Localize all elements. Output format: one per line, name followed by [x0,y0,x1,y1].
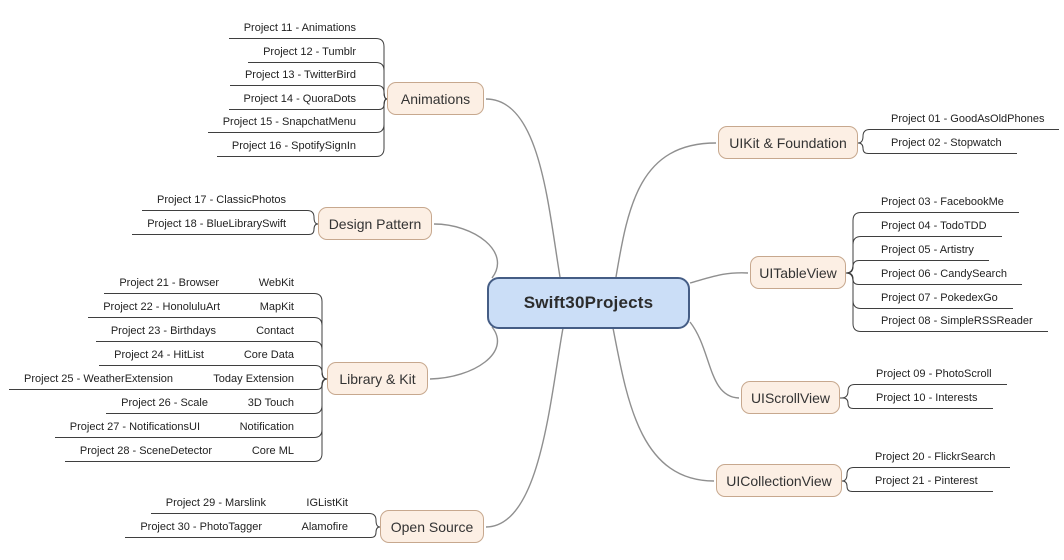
edge-center-to-uikit-foundation [615,142,717,278]
edge-center-to-open-source [485,327,564,528]
leaf-node-project-20-flickrsearch[interactable]: Project 20 - FlickrSearch [875,451,996,463]
edge-center-to-uitableview [689,272,749,284]
leaf-node-core-ml[interactable]: Core ML [251,445,294,457]
leaf-node-project-23-birthdays[interactable]: Project 23 - Birthdays [110,325,216,337]
leaf-node-webkit[interactable]: WebKit [258,277,294,289]
leaf-connector [151,513,381,528]
leaf-node-project-08-simplerssreader[interactable]: Project 08 - SimpleRSSReader [881,315,1033,327]
leaf-node-project-03-facebookme[interactable]: Project 03 - FacebookMe [881,196,1004,208]
leaf-connector [857,142,1017,154]
leaf-node-project-16-spotifysignin[interactable]: Project 16 - SpotifySignIn [231,140,356,152]
leaf-node-3d-touch[interactable]: 3D Touch [247,397,294,409]
edge-center-to-uicollectionview [612,327,715,482]
leaf-node-project-01-goodasoldphones[interactable]: Project 01 - GoodAsOldPhones [891,113,1045,125]
edge-center-to-animations [485,98,561,278]
leaf-node-contact[interactable]: Contact [256,325,294,337]
branch-node-library-kit[interactable]: Library & Kit [327,362,428,395]
leaf-node-project-28-scenedetector[interactable]: Project 28 - SceneDetector [79,445,212,457]
leaf-node-project-14-quoradots[interactable]: Project 14 - QuoraDots [243,93,357,105]
leaf-connector [132,223,319,235]
branch-node-uikit-foundation[interactable]: UIKit & Foundation [718,126,858,159]
leaf-node-project-21-pinterest[interactable]: Project 21 - Pinterest [875,475,978,487]
leaf-node-project-02-stopwatch[interactable]: Project 02 - Stopwatch [891,137,1002,149]
leaf-node-project-21-browser[interactable]: Project 21 - Browser [119,277,219,289]
branch-node-uiscrollview[interactable]: UIScrollView [741,381,840,414]
leaf-connector [125,526,381,538]
branch-node-animations[interactable]: Animations [387,82,484,115]
leaf-node-project-10-interests[interactable]: Project 10 - Interests [876,392,978,404]
leaf-node-today-extension[interactable]: Today Extension [213,373,294,385]
leaf-connector [142,210,319,225]
leaf-connector [230,85,388,100]
leaf-node-project-24-hitlist[interactable]: Project 24 - HitList [114,349,204,361]
edge-center-to-library-kit [429,326,499,380]
leaf-node-project-11-animations[interactable]: Project 11 - Animations [243,22,356,34]
leaf-node-project-07-pokedexgo[interactable]: Project 07 - PokedexGo [881,292,998,304]
leaf-connector [840,397,993,409]
leaf-node-project-29-marslink[interactable]: Project 29 - Marslink [165,497,266,509]
leaf-node-core-data[interactable]: Core Data [243,349,294,361]
branch-node-uitableview[interactable]: UITableView [750,256,846,289]
leaf-node-project-04-todotdd[interactable]: Project 04 - TodoTDD [881,220,987,232]
branch-node-open-source[interactable]: Open Source [380,510,484,543]
leaf-node-alamofire[interactable]: Alamofire [301,521,348,533]
edge-center-to-uiscrollview [689,321,740,399]
leaf-node-project-06-candysearch[interactable]: Project 06 - CandySearch [881,268,1007,280]
leaf-node-project-22-honoluluart[interactable]: Project 22 - HonoluluArt [103,301,220,313]
leaf-connector [857,129,1059,144]
branch-node-uicollectionview[interactable]: UICollectionView [716,464,842,497]
leaf-node-project-13-twitterbird[interactable]: Project 13 - TwitterBird [244,69,356,81]
branch-node-design-pattern[interactable]: Design Pattern [318,207,432,240]
leaf-node-project-26-scale[interactable]: Project 26 - Scale [121,397,208,409]
leaf-node-project-17-classicphotos[interactable]: Project 17 - ClassicPhotos [157,194,286,206]
leaf-node-project-09-photoscroll[interactable]: Project 09 - PhotoScroll [876,368,992,380]
leaf-node-project-05-artistry[interactable]: Project 05 - Artistry [881,244,974,256]
leaf-node-project-15-snapchatmenu[interactable]: Project 15 - SnapchatMenu [222,116,356,128]
leaf-node-iglistkit[interactable]: IGListKit [306,497,348,509]
leaf-node-mapkit[interactable]: MapKit [259,301,294,313]
leaf-node-notification[interactable]: Notification [239,421,294,433]
leaf-node-project-12-tumblr[interactable]: Project 12 - Tumblr [263,46,356,58]
leaf-connector [841,480,993,492]
edge-center-to-design-pattern [433,223,499,279]
leaf-node-project-25-weatherextension[interactable]: Project 25 - WeatherExtension [24,373,173,385]
leaf-connector [65,378,328,462]
leaf-connector [217,98,388,157]
leaf-node-project-30-phototagger[interactable]: Project 30 - PhotoTagger [140,521,262,533]
leaf-connector [841,467,1010,482]
leaf-node-project-18-bluelibraryswift[interactable]: Project 18 - BlueLibrarySwift [147,218,286,230]
leaf-connector [99,365,328,380]
leaf-node-project-27-notificationsui[interactable]: Project 27 - NotificationsUI [69,421,200,433]
central-topic[interactable]: Swift30Projects [487,277,690,329]
leaf-connector [845,272,1048,332]
